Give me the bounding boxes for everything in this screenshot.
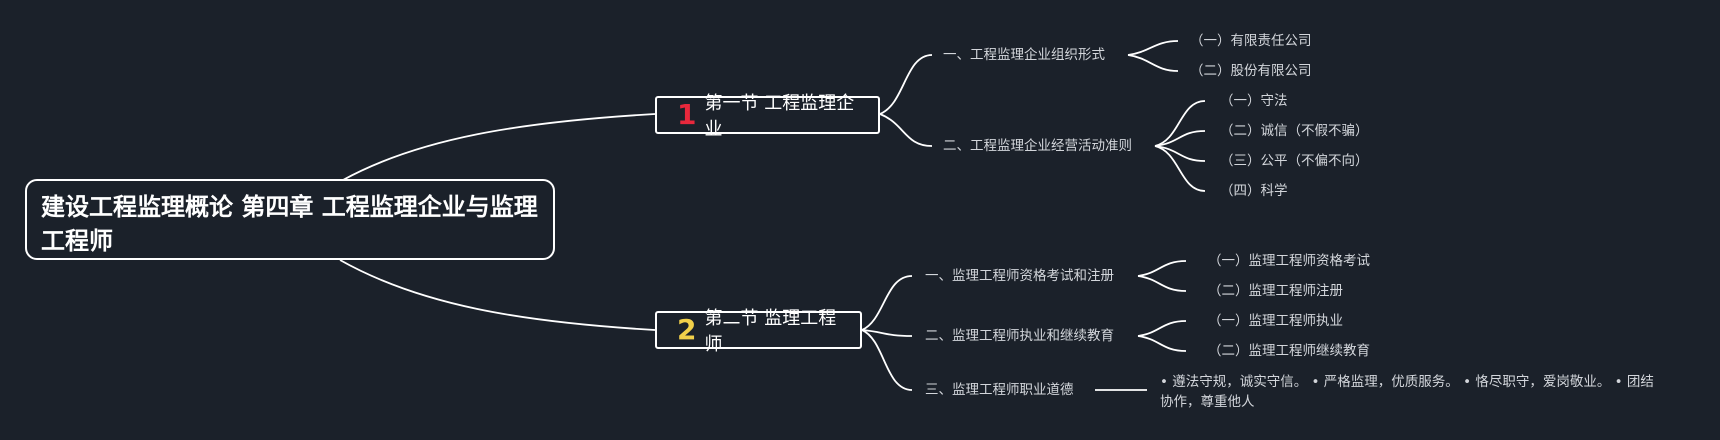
link-s2-sub-1: [861, 275, 913, 331]
link-s2a-item-2: [1137, 275, 1187, 292]
s2-sub-1-title: 一、监理工程师资格考试和注册: [925, 268, 1114, 284]
s2-sub-2-title: 二、监理工程师执业和继续教育: [925, 328, 1114, 344]
link-s2a-item-1: [1137, 260, 1187, 277]
s2a-item-1-label: （一）监理工程师资格考试: [1208, 253, 1370, 269]
s1-sub-1[interactable]: 一、工程监理企业组织形式: [943, 46, 1105, 64]
s1-sub-2[interactable]: 二、工程监理企业经营活动准则: [943, 137, 1132, 155]
s2-sub-2[interactable]: 二、监理工程师执业和继续教育: [925, 327, 1114, 345]
s2b-item-2[interactable]: （二）监理工程师继续教育: [1208, 342, 1370, 360]
s2a-item-2-label: （二）监理工程师注册: [1208, 283, 1343, 299]
s1a-item-2[interactable]: （二）股份有限公司: [1190, 62, 1312, 80]
section-1-node[interactable]: 1 第一节 工程监理企业: [655, 93, 880, 140]
s1-sub-2-title: 二、工程监理企业经营活动准则: [943, 138, 1132, 154]
link-s1a-item-2: [1127, 54, 1179, 72]
s2b-item-2-label: （二）监理工程师继续教育: [1208, 343, 1370, 359]
s2a-item-1[interactable]: （一）监理工程师资格考试: [1208, 252, 1370, 270]
s2c-item-1-text: • 遵法守规，诚实守信。 • 严格监理，优质服务。 • 恪尽职守，爱岗敬业。 •…: [1160, 374, 1654, 410]
s2-sub-3-title: 三、监理工程师职业道德: [925, 382, 1074, 398]
section-1-title: 第一节 工程监理企业: [704, 93, 855, 140]
s2c-item-1[interactable]: • 遵法守规，诚实守信。 • 严格监理，优质服务。 • 恪尽职守，爱岗敬业。 •…: [1160, 372, 1660, 412]
section-2-node[interactable]: 2 第二节 监理工程师: [655, 308, 862, 355]
s1b-item-3-label: （三）公平（不偏不向）: [1220, 153, 1369, 169]
link-s1-sub-2: [879, 113, 933, 147]
link-s2b-item-2: [1137, 335, 1187, 352]
s1b-item-1[interactable]: （一）守法: [1220, 92, 1288, 110]
root-title: 建设工程监理概论 第四章 工程监理企业与监理工程师: [41, 193, 538, 255]
section-2-number: 2: [677, 313, 697, 346]
link-root-section-1: [342, 113, 656, 181]
s2b-item-1[interactable]: （一）监理工程师执业: [1208, 312, 1343, 330]
s2a-item-2[interactable]: （二）监理工程师注册: [1208, 282, 1343, 300]
s1a-item-1-label: （一）有限责任公司: [1190, 33, 1312, 49]
link-s1b-item-1: [1154, 100, 1206, 147]
section-1-number: 1: [677, 98, 697, 131]
s1b-item-4-label: （四）科学: [1220, 183, 1288, 199]
link-s1b-item-4: [1154, 145, 1206, 192]
link-s2-sub-3: [861, 329, 913, 391]
root-node[interactable]: 建设工程监理概论 第四章 工程监理企业与监理工程师: [25, 179, 555, 260]
s1b-item-1-label: （一）守法: [1220, 93, 1288, 109]
link-s1b-item-2: [1154, 130, 1206, 147]
s2-sub-3[interactable]: 三、监理工程师职业道德: [925, 381, 1074, 399]
s1b-item-3[interactable]: （三）公平（不偏不向）: [1220, 152, 1369, 170]
s1b-item-2[interactable]: （二）诚信（不假不骗）: [1220, 122, 1369, 140]
s1b-item-4[interactable]: （四）科学: [1220, 182, 1288, 200]
link-s1a-item-1: [1127, 40, 1179, 56]
section-2-title: 第二节 监理工程师: [704, 308, 837, 355]
s2b-item-1-label: （一）监理工程师执业: [1208, 313, 1343, 329]
s1-sub-1-title: 一、工程监理企业组织形式: [943, 47, 1105, 63]
link-s2-sub-2: [861, 329, 913, 337]
link-s1b-item-3: [1154, 145, 1206, 162]
s2-sub-1[interactable]: 一、监理工程师资格考试和注册: [925, 267, 1114, 285]
s1a-item-2-label: （二）股份有限公司: [1190, 63, 1312, 79]
link-s1-sub-1: [879, 54, 933, 115]
link-root-section-2: [339, 259, 656, 331]
s1b-item-2-label: （二）诚信（不假不骗）: [1220, 123, 1369, 139]
link-s2b-item-1: [1137, 320, 1187, 337]
s1a-item-1[interactable]: （一）有限责任公司: [1190, 32, 1312, 50]
